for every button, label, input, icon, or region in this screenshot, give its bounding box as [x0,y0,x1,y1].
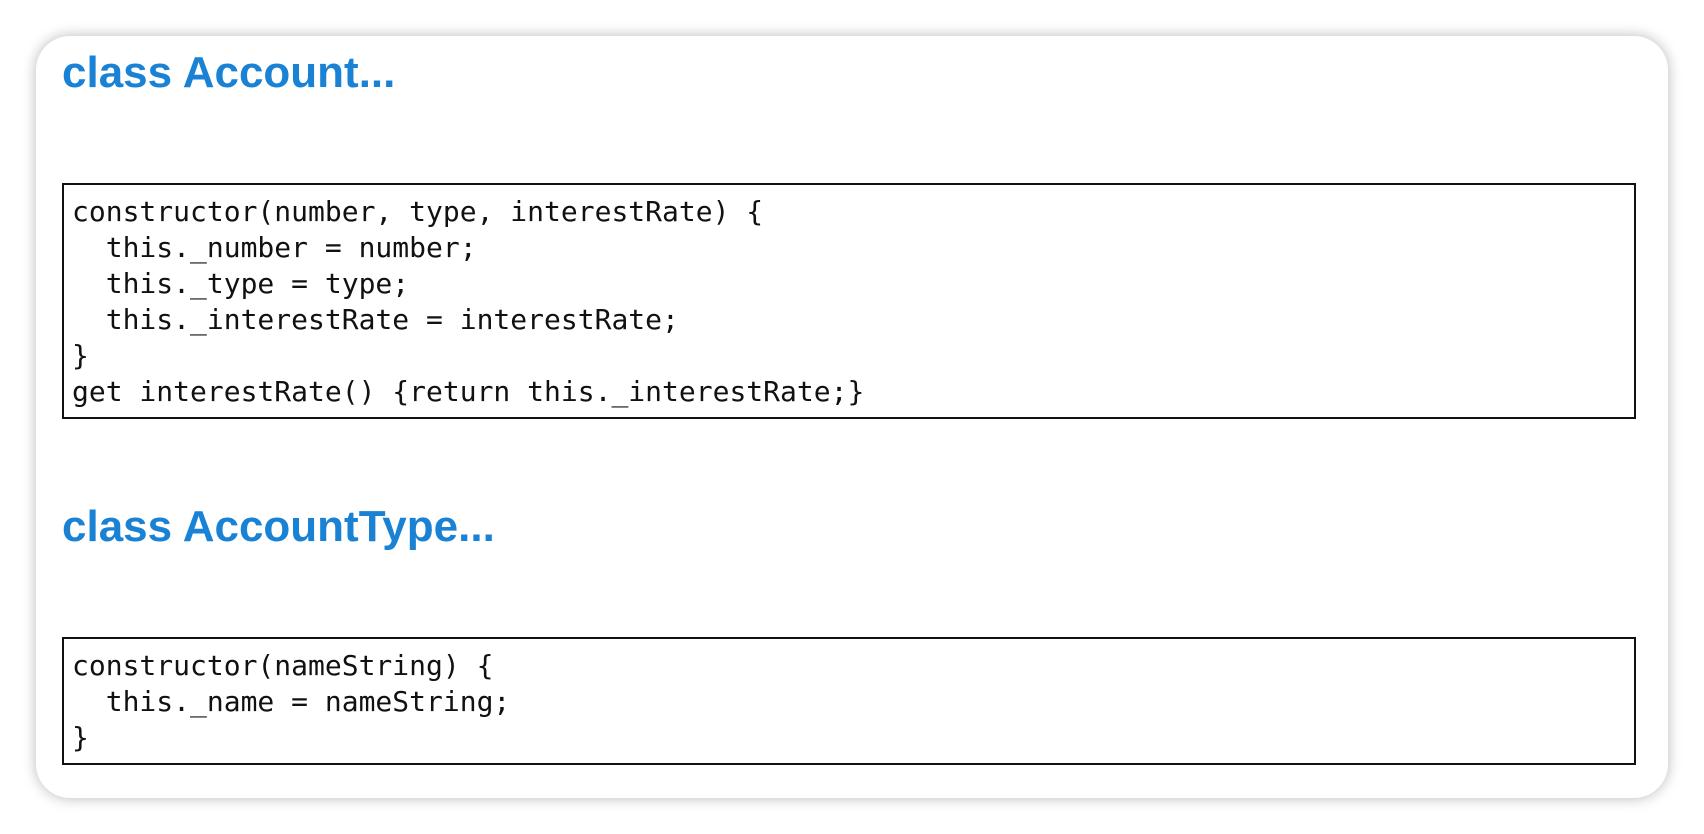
accounttype-class-heading: class AccountType... [62,502,495,551]
code-line: this._number = number; [72,231,477,264]
content-card: class Account... constructor(number, typ… [36,36,1668,798]
code-line: } [72,721,89,754]
code-line: } [72,339,89,372]
code-line: constructor(number, type, interestRate) … [72,195,764,228]
code-line: constructor(nameString) { [72,649,494,682]
code-line: get interestRate() {return this._interes… [72,375,865,408]
account-class-heading: class Account... [62,48,396,97]
accounttype-code-block: constructor(nameString) { this._name = n… [62,637,1636,765]
code-line: this._name = nameString; [72,685,511,718]
code-line: this._interestRate = interestRate; [72,303,679,336]
code-line: this._type = type; [72,267,410,300]
account-code-block: constructor(number, type, interestRate) … [62,183,1636,419]
